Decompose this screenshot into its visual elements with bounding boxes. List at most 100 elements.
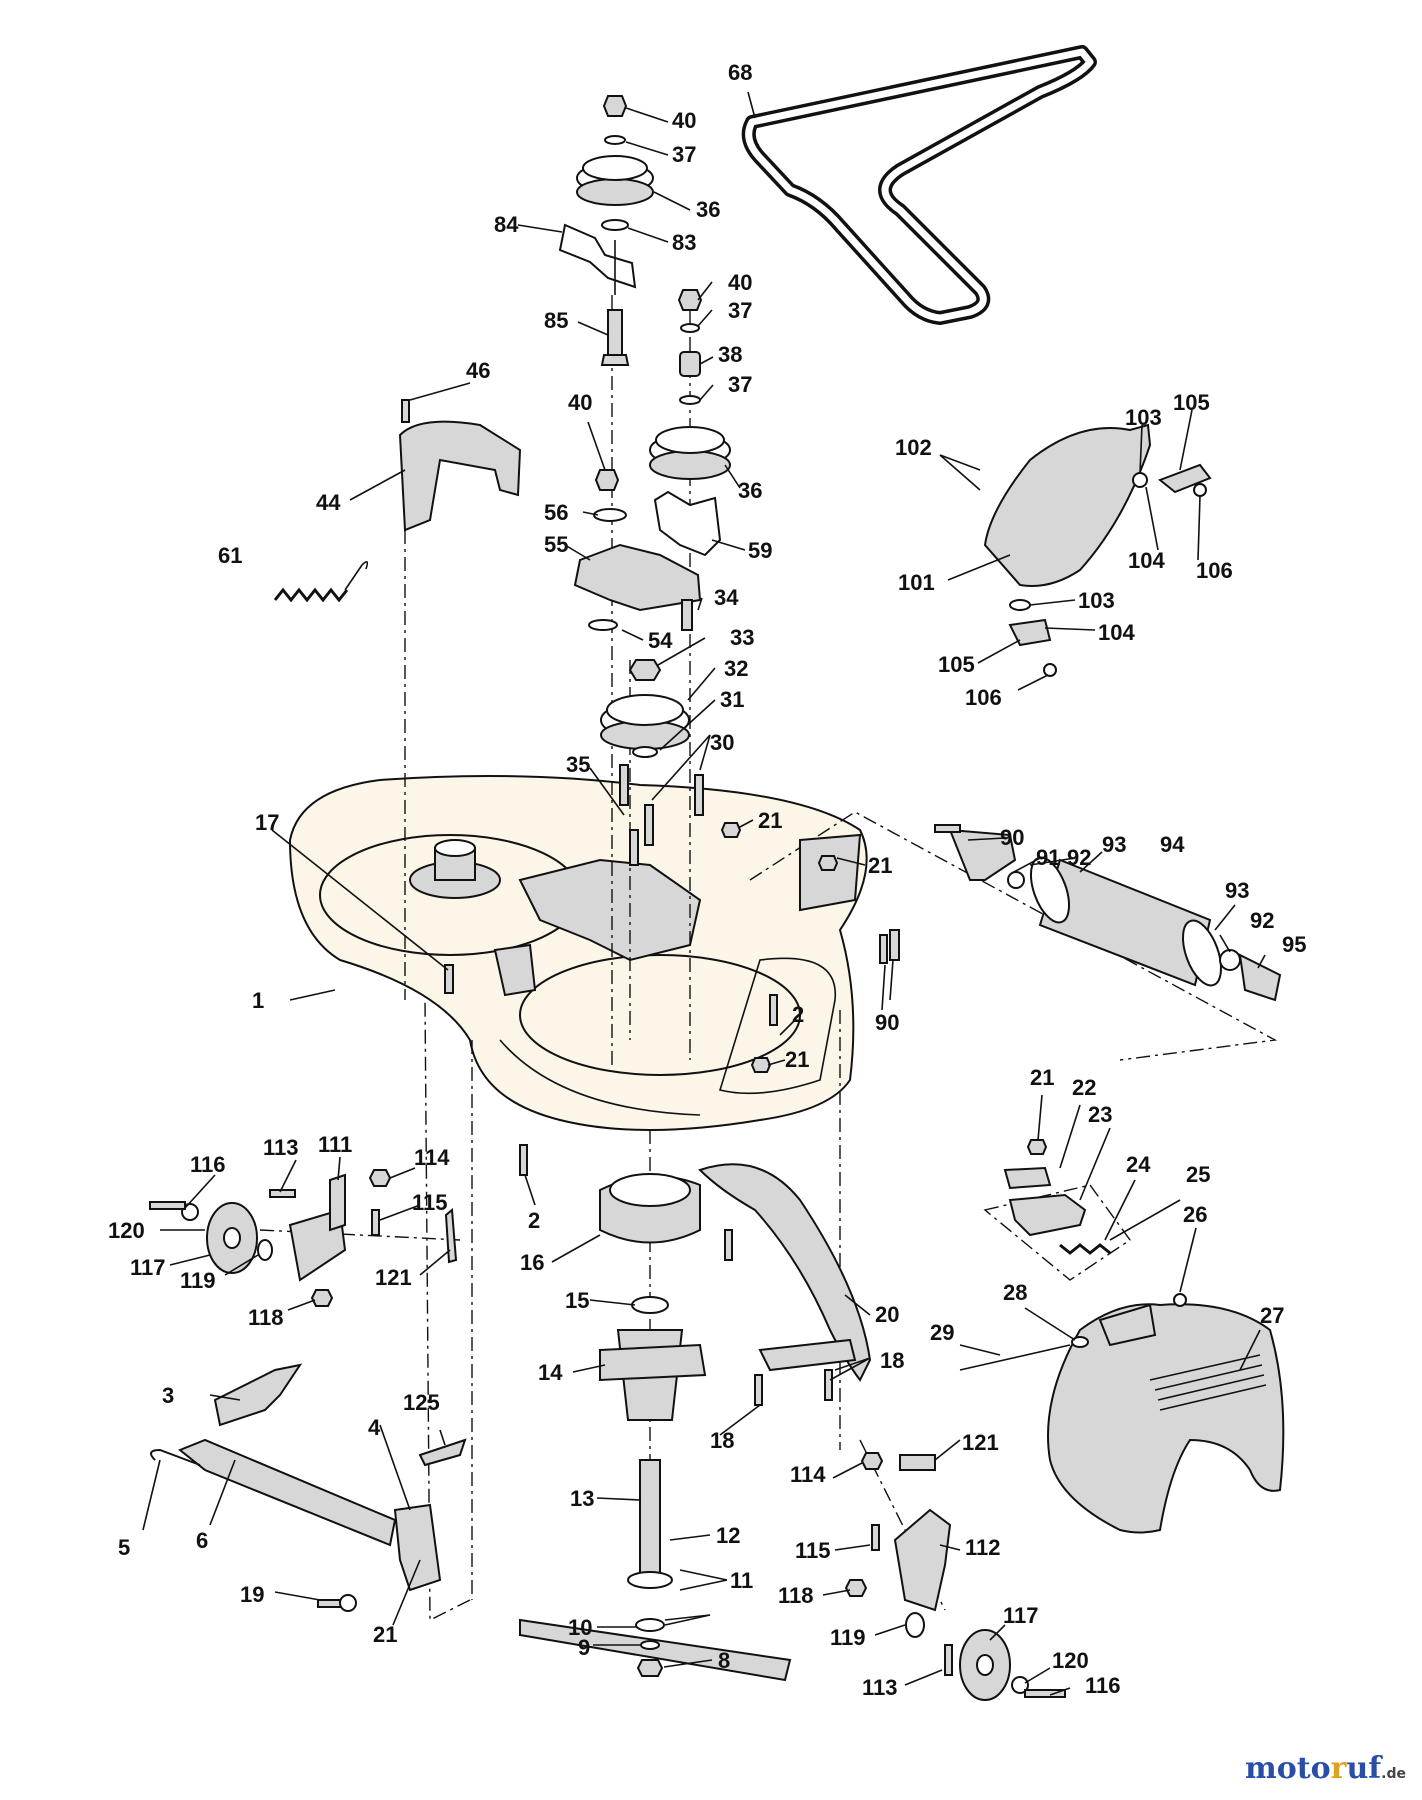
callout-37: 37 bbox=[672, 142, 696, 167]
idler-arm-55[interactable] bbox=[573, 469, 702, 631]
callout-32: 32 bbox=[724, 656, 748, 681]
callout-40: 40 bbox=[728, 270, 752, 295]
callout-120: 120 bbox=[1052, 1648, 1089, 1673]
grass-deflector-101[interactable] bbox=[983, 423, 1212, 677]
spring-61[interactable] bbox=[273, 561, 369, 603]
callout-36: 36 bbox=[738, 478, 762, 503]
callout-106: 106 bbox=[1196, 558, 1233, 583]
callout-118: 118 bbox=[248, 1305, 284, 1330]
callout-112: 112 bbox=[965, 1535, 1001, 1560]
callout-46: 46 bbox=[466, 358, 490, 383]
callout-54: 54 bbox=[648, 628, 673, 653]
callout-18: 18 bbox=[710, 1428, 734, 1453]
callout-13: 13 bbox=[570, 1486, 594, 1511]
callout-33: 33 bbox=[730, 625, 754, 650]
callout-59: 59 bbox=[748, 538, 772, 563]
right-gauge-wheel-assembly[interactable] bbox=[844, 1452, 1066, 1701]
callout-93: 93 bbox=[1225, 878, 1249, 903]
callout-91: 91 bbox=[1036, 845, 1060, 870]
callout-1: 1 bbox=[252, 988, 264, 1013]
callout-40: 40 bbox=[568, 390, 592, 415]
top-idler-pulley-stack[interactable] bbox=[558, 95, 654, 366]
callout-27: 27 bbox=[1260, 1303, 1284, 1328]
discharge-chute-27[interactable] bbox=[959, 1303, 1285, 1534]
callout-114: 114 bbox=[414, 1145, 450, 1170]
second-idler-pulley-stack[interactable] bbox=[649, 289, 731, 557]
belt-cover-44[interactable] bbox=[398, 399, 522, 532]
callout-4: 4 bbox=[368, 1415, 381, 1440]
callout-36: 36 bbox=[696, 197, 720, 222]
callout-21: 21 bbox=[785, 1047, 809, 1072]
callout-103: 103 bbox=[1125, 405, 1162, 430]
bolts-30-35 bbox=[619, 764, 704, 866]
callout-114: 114 bbox=[790, 1462, 826, 1487]
callout-106: 106 bbox=[965, 685, 1002, 710]
callout-90: 90 bbox=[1000, 825, 1024, 850]
callout-21: 21 bbox=[1030, 1065, 1054, 1090]
callout-121: 121 bbox=[375, 1265, 412, 1290]
bolt-17 bbox=[444, 964, 454, 994]
callout-14: 14 bbox=[538, 1360, 563, 1385]
gauge-roller-94[interactable] bbox=[889, 824, 1282, 1002]
callout-9: 9 bbox=[578, 1635, 590, 1660]
part-callouts: 68 40 37 36 84 83 40 37 85 38 46 37 40 3… bbox=[108, 60, 1306, 1700]
callout-19: 19 bbox=[240, 1582, 264, 1607]
callout-15: 15 bbox=[565, 1288, 589, 1313]
callout-11: 11 bbox=[730, 1568, 753, 1593]
callout-31: 31 bbox=[720, 687, 744, 712]
chute-hinge-bracket bbox=[1003, 1139, 1187, 1307]
callout-2: 2 bbox=[528, 1208, 540, 1233]
callout-21: 21 bbox=[373, 1622, 397, 1647]
callout-116: 116 bbox=[1085, 1673, 1121, 1698]
callout-94: 94 bbox=[1160, 832, 1185, 857]
callout-102: 102 bbox=[895, 435, 932, 460]
callout-119: 119 bbox=[830, 1625, 866, 1650]
callout-103: 103 bbox=[1078, 588, 1115, 613]
callout-2: 2 bbox=[792, 1002, 804, 1027]
callout-101: 101 bbox=[898, 570, 935, 595]
callout-115: 115 bbox=[795, 1538, 831, 1563]
callout-104: 104 bbox=[1098, 620, 1135, 645]
deck-spindle-pulley bbox=[409, 839, 501, 899]
left-gauge-wheel-assembly[interactable] bbox=[149, 1144, 528, 1307]
callout-12: 12 bbox=[716, 1523, 740, 1548]
callout-25: 25 bbox=[1186, 1162, 1210, 1187]
callout-20: 20 bbox=[875, 1302, 899, 1327]
blade-pulley-32[interactable] bbox=[600, 659, 690, 758]
callout-35: 35 bbox=[566, 752, 590, 777]
callout-23: 23 bbox=[1088, 1102, 1112, 1127]
callout-30: 30 bbox=[710, 730, 734, 755]
callout-125: 125 bbox=[403, 1390, 440, 1415]
drive-belt-68[interactable] bbox=[741, 45, 1097, 325]
callout-26: 26 bbox=[1183, 1202, 1207, 1227]
callout-21: 21 bbox=[868, 853, 892, 878]
callout-121: 121 bbox=[962, 1430, 999, 1455]
blade-spindle-assembly[interactable] bbox=[519, 1173, 792, 1682]
front-lift-linkage[interactable] bbox=[150, 1363, 467, 1612]
callout-29: 29 bbox=[930, 1320, 954, 1345]
watermark-logo: motoruf.de bbox=[1245, 1751, 1406, 1786]
baffle-20[interactable] bbox=[698, 1163, 872, 1406]
callout-8: 8 bbox=[718, 1648, 730, 1673]
callout-16: 16 bbox=[520, 1250, 544, 1275]
callout-44: 44 bbox=[316, 490, 341, 515]
callout-40: 40 bbox=[672, 108, 696, 133]
callout-92: 92 bbox=[1067, 845, 1091, 870]
callout-24: 24 bbox=[1126, 1152, 1151, 1177]
leader-lines bbox=[142, 91, 1266, 1696]
callout-17: 17 bbox=[255, 810, 279, 835]
callout-61: 61 bbox=[218, 543, 242, 568]
callout-37: 37 bbox=[728, 298, 752, 323]
callout-105: 105 bbox=[938, 652, 975, 677]
callout-104: 104 bbox=[1128, 548, 1165, 573]
callout-5: 5 bbox=[118, 1535, 130, 1560]
callout-117: 117 bbox=[1003, 1603, 1039, 1628]
callout-113: 113 bbox=[263, 1135, 299, 1160]
callout-55: 55 bbox=[544, 532, 568, 557]
callout-85: 85 bbox=[544, 308, 568, 333]
callout-117: 117 bbox=[130, 1255, 166, 1280]
callout-93: 93 bbox=[1102, 832, 1126, 857]
callout-37: 37 bbox=[728, 372, 752, 397]
callout-6: 6 bbox=[196, 1528, 208, 1553]
